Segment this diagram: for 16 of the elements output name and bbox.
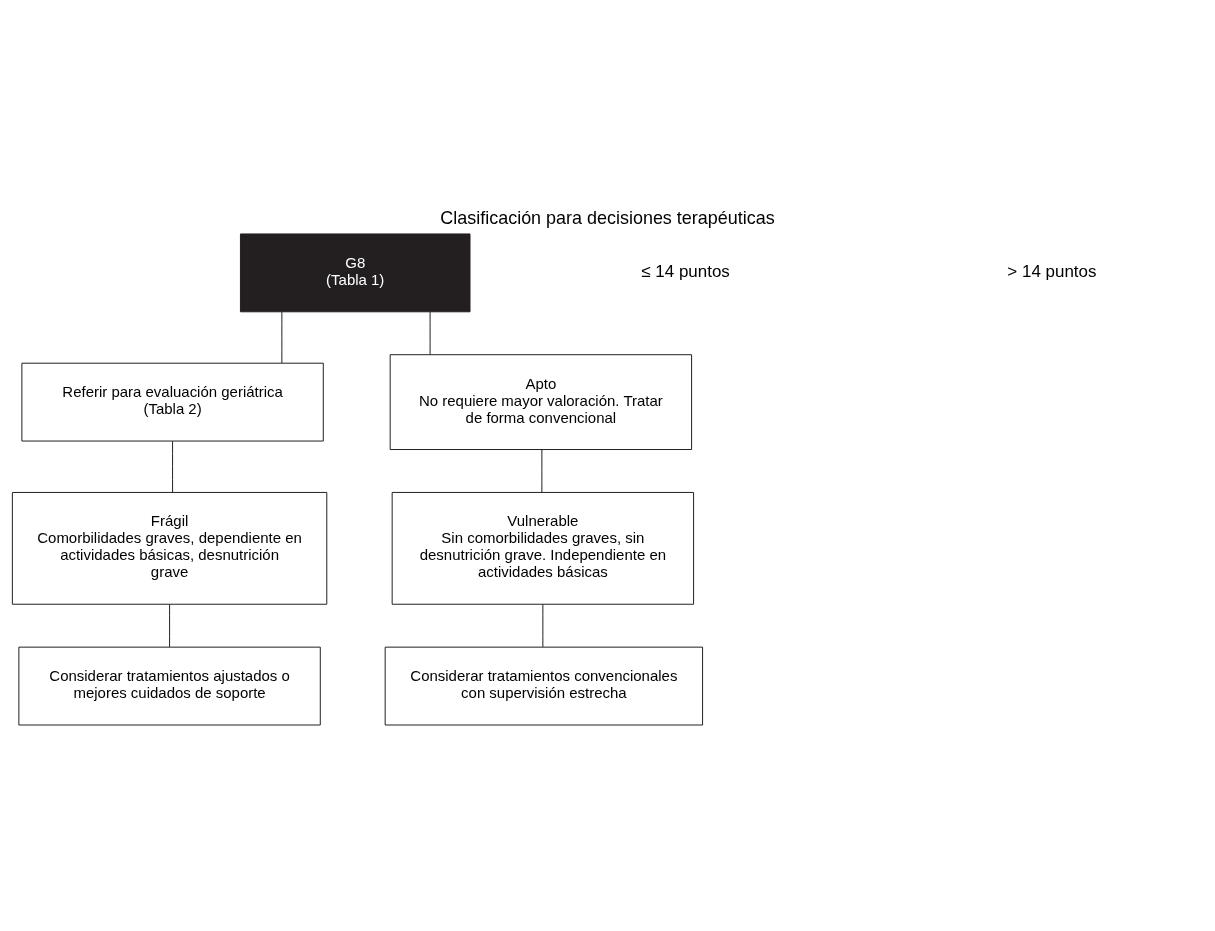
connector [172,440,174,493]
connector [429,311,431,355]
connector [541,449,543,493]
node-box: Vulnerable Sin comorbilidades graves, sin desnutrición grave. Independiente en actividades básicas [391,491,695,605]
connector [281,311,283,364]
node-box: G8 (Tabla 1) [239,233,471,313]
label: > 14 puntos [1007,261,1097,281]
node-box: Considerar tratamientos convencionales con supervisión estrecha [384,646,704,726]
connector [542,603,544,648]
label: ≤ 14 puntos [641,261,730,281]
node-box: Apto No requiere mayor valoración. Tratar de forma convencional [389,354,693,451]
node-box: Considerar tratamientos ajustados o mejores cuidados de soporte [18,646,321,726]
diagram-title: Clasificación para decisiones terapéuticas [440,208,775,229]
node-box: Frágil Comorbilidades graves, dependiente en actividades básicas, desnutrición grave [11,491,328,605]
connector [169,603,171,648]
node-box: Referir para evaluación geriátrica (Tabla 2) [21,362,324,442]
